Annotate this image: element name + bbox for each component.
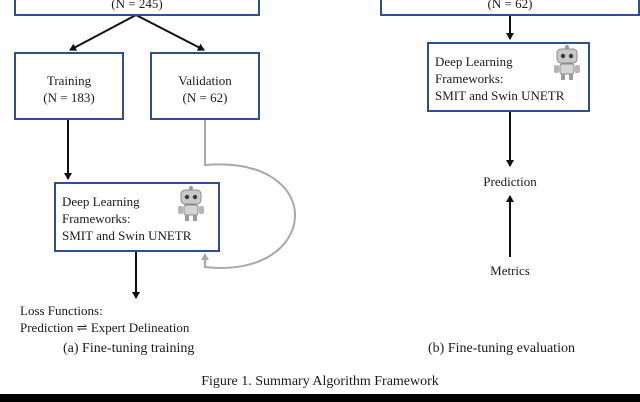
training-count: (N = 183) (43, 90, 95, 105)
loss-functions-formula: Prediction ⇌ Expert Delineation (20, 320, 190, 335)
bottom-border (0, 394, 640, 402)
right-dataset-count: (N = 62) (487, 0, 533, 11)
right-dataset-box: (N = 62) (380, 0, 640, 16)
training-box: Training (N = 183) (14, 52, 124, 120)
right-framework-line2: Frameworks: (435, 71, 504, 86)
right-framework-line3: SMIT and Swin UNETR (435, 88, 565, 103)
arrow-to-validation (135, 14, 205, 51)
left-framework-line1: Deep Learning (62, 194, 140, 209)
left-framework-line2: Frameworks: (62, 211, 131, 226)
figure-caption: Figure 1. Summary Algorithm Framework (201, 374, 439, 389)
robot-icon (554, 45, 580, 80)
loss-functions-label: Loss Functions: (20, 303, 103, 318)
validation-feedback-loop (201, 120, 296, 269)
training-title: Training (46, 73, 92, 88)
validation-count: (N = 62) (182, 90, 228, 105)
left-dataset-count: (N = 245) (111, 0, 163, 11)
left-dataset-box: (N = 245) (14, 0, 260, 16)
validation-box: Validation (N = 62) (150, 52, 260, 120)
right-framework-line1: Deep Learning (435, 54, 513, 69)
validation-title: Validation (178, 73, 232, 88)
caption-right: (b) Fine-tuning evaluation (428, 341, 575, 356)
robot-icon (178, 186, 204, 221)
prediction-label: Prediction (483, 174, 537, 189)
caption-left: (a) Fine-tuning training (63, 341, 195, 356)
metrics-label: Metrics (490, 263, 530, 278)
left-framework-line3: SMIT and Swin UNETR (62, 228, 192, 243)
arrow-to-training (69, 14, 137, 51)
